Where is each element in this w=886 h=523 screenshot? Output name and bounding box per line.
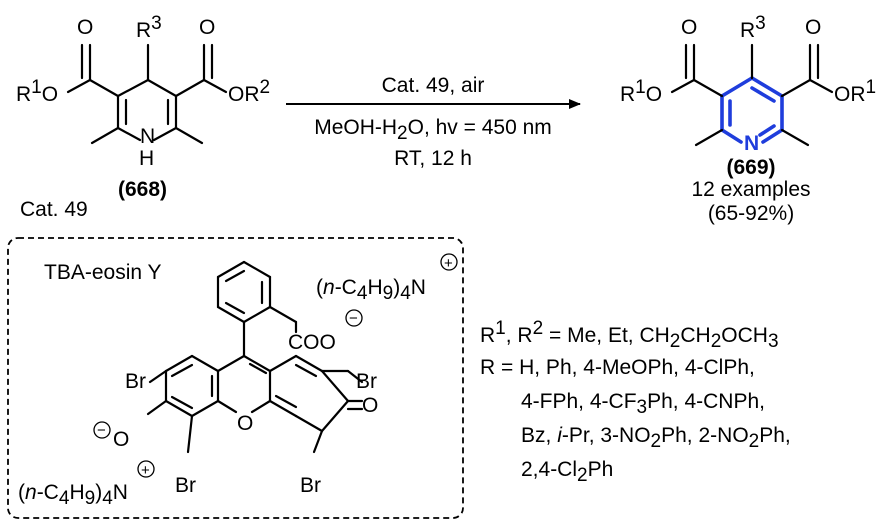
- reactant-h-label: H: [139, 147, 154, 170]
- br-label-right: Br: [356, 370, 377, 393]
- cation-top-plus-icon: [440, 253, 458, 271]
- carboxylate-minus-sign: −: [349, 310, 358, 327]
- ketone-oxygen-label: O: [362, 394, 378, 417]
- condition-line-1: Cat. 49, air: [382, 74, 485, 97]
- catalyst-label: Cat. 49: [20, 198, 88, 221]
- product-examples-label: 12 examples: [691, 178, 810, 201]
- substituent-line-2: R = H, Ph, 4-MeOPh, 4-ClPh,: [480, 356, 755, 379]
- reactant-r3-label: R3: [136, 13, 162, 42]
- substituent-line-3: 4-FPh, 4-CF3Ph, 4-CNPh,: [521, 390, 765, 418]
- reactant-or2-label: OR2: [228, 77, 270, 106]
- product-yield-label: (65-92%): [708, 202, 794, 225]
- product-r3-label: R3: [740, 13, 766, 42]
- eosin-y-structure: [146, 260, 364, 454]
- condition-line-2: MeOH-H2O, hv = 450 nm: [314, 116, 552, 144]
- reactant-id-label: (668): [118, 178, 167, 201]
- cation-top-plus-sign: +: [444, 255, 453, 272]
- cation-bottom-label: (n-C4H9)4N: [18, 481, 128, 509]
- reactant-n-label: N: [140, 125, 155, 148]
- cation-top-label: (n-C4H9)4N: [316, 276, 426, 304]
- phenoxide-minus-icon: [93, 421, 111, 439]
- condition-line-3: RT, 12 h: [394, 147, 472, 170]
- substituent-line-4: Bz, i-Pr, 3-NO2Ph, 2-NO2Ph,: [521, 424, 791, 452]
- product-ring-n-label: N: [744, 132, 759, 155]
- carboxylate-minus-icon: [345, 309, 363, 327]
- reactant-668-structure: [66, 43, 228, 145]
- reactant-carbonyl-o-right: O: [199, 16, 215, 39]
- product-669-structure: [670, 43, 834, 147]
- phenoxide-o-label: O: [113, 428, 129, 451]
- br-label-bottom-left: Br: [175, 474, 196, 497]
- br-label-left: Br: [125, 370, 146, 393]
- product-r1o-label: R1O: [620, 77, 662, 106]
- substituent-line-1: R1, R2 = Me, Et, CH2CH2OCH3: [480, 318, 779, 352]
- phenoxide-minus-sign: −: [97, 422, 106, 439]
- product-or1-label: OR1: [834, 77, 876, 106]
- product-carbonyl-o-left: O: [681, 16, 697, 39]
- substituent-line-5: 2,4-Cl2Ph: [521, 458, 613, 486]
- product-id-label: (669): [726, 156, 775, 179]
- reactant-r1o-label: R1O: [16, 77, 58, 106]
- cation-bottom-plus-sign: +: [141, 462, 150, 479]
- product-carbonyl-o-right: O: [805, 16, 821, 39]
- cation-bottom-plus-icon: [137, 460, 155, 478]
- catalyst-name: TBA-eosin Y: [44, 261, 162, 284]
- reactant-carbonyl-o-left: O: [77, 16, 93, 39]
- carboxylate-label: COO: [288, 331, 336, 354]
- ring-oxygen-label: O: [237, 412, 253, 435]
- br-label-bottom-right: Br: [300, 474, 321, 497]
- catalyst-structure-box: [7, 237, 464, 519]
